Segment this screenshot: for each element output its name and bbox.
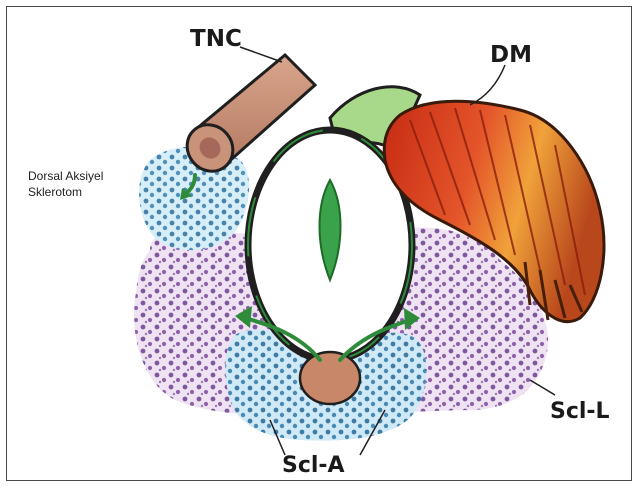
notochord bbox=[300, 352, 360, 404]
label-dm: DM bbox=[490, 42, 532, 68]
label-dorsal-axial-line2: Sklerotom bbox=[28, 185, 82, 199]
label-dorsal-axial-line1: Dorsal Aksiyel bbox=[28, 169, 103, 183]
label-scl-a: Scl-A bbox=[282, 453, 345, 478]
label-scl-l: Scl-L bbox=[550, 399, 610, 424]
label-tnc: TNC bbox=[190, 26, 242, 52]
